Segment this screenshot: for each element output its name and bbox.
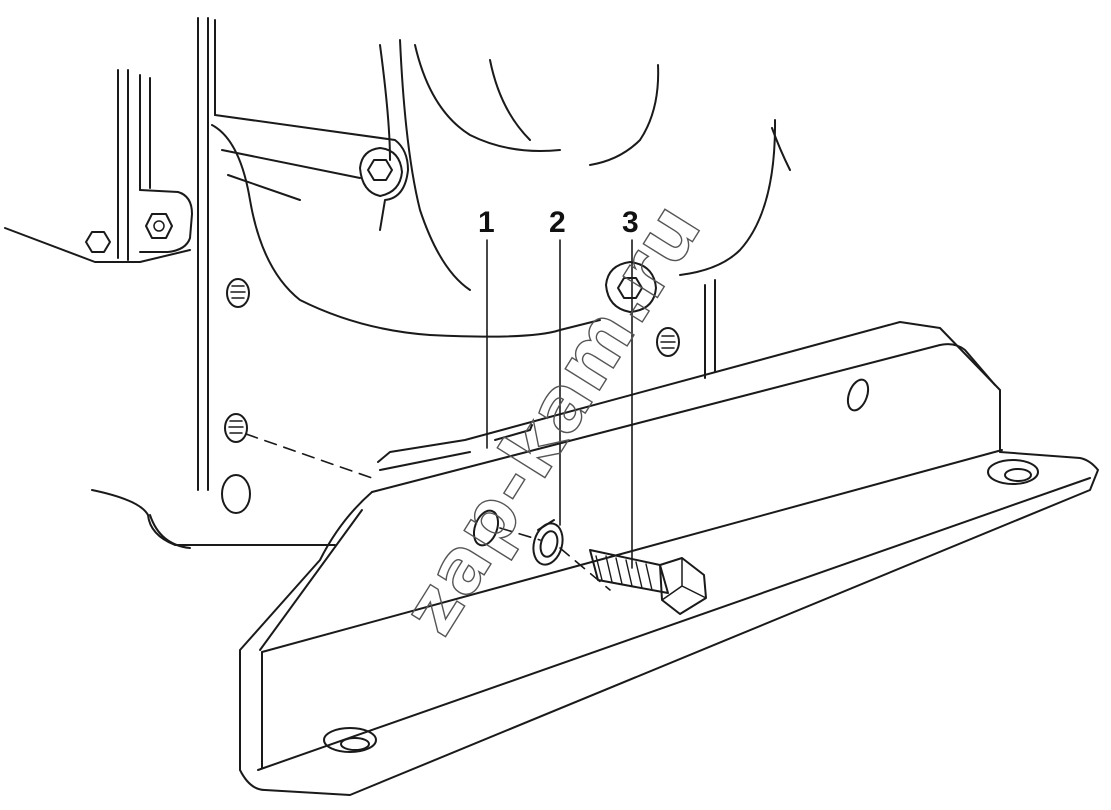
callout-part-1: 1: [478, 206, 495, 239]
watermark: zap-kam.ru: [385, 187, 719, 650]
assembly-axis-lines: [245, 433, 611, 591]
callout-part-2: 2: [549, 206, 566, 239]
watermark-text: zap-kam.ru: [386, 188, 719, 649]
callout-part-3: 3: [622, 206, 639, 239]
angle-bracket: [239, 321, 1099, 796]
hex-bolt: [589, 549, 707, 615]
engine-block: [4, 17, 791, 549]
leader-lines: [486, 239, 633, 569]
spring-washer: [532, 519, 564, 566]
